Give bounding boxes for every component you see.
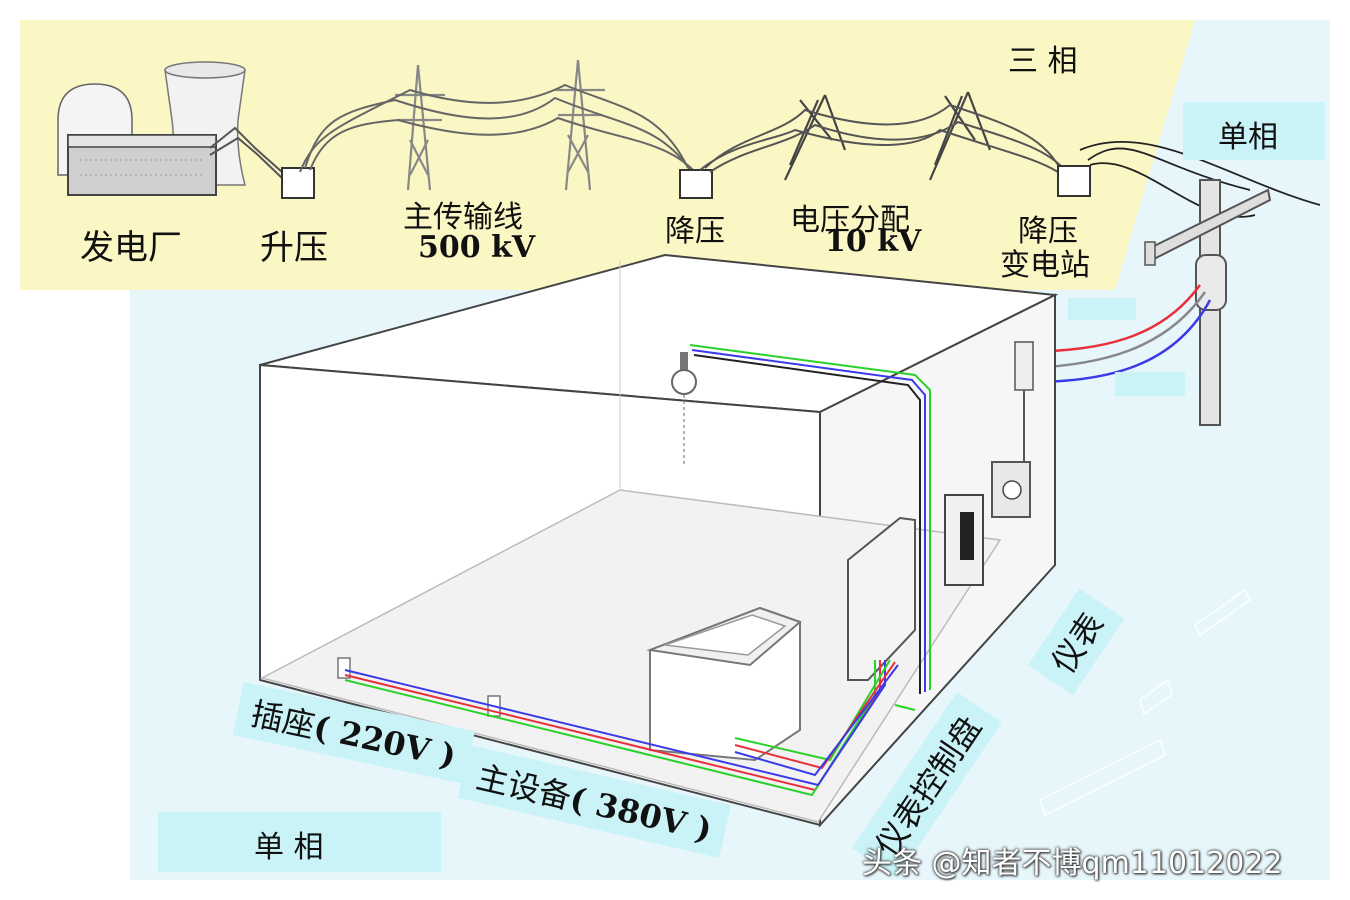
floor-wiring	[344, 659, 916, 797]
ceiling-wires	[689, 344, 931, 694]
watermark: 头条 @知者不博qm11012022	[862, 846, 1283, 881]
substation-label-line1: 降压	[1018, 214, 1078, 249]
main-line-label: 主传输线	[403, 200, 523, 235]
single-phase-pole-label: 单相	[1218, 120, 1278, 155]
outlet-label-text: 插座	[247, 694, 319, 746]
single-phase-bottom-label: 单 相	[254, 830, 324, 865]
main-line-voltage: 500 kV	[418, 230, 536, 265]
decorative-outlines	[1038, 588, 1252, 817]
pole-tag-upper	[1068, 298, 1136, 320]
ceiling-lamp	[671, 352, 697, 465]
step-down-label: 降压	[665, 214, 725, 249]
substation-label-line2: 变电站	[1000, 248, 1090, 283]
main-transmission-lines	[299, 83, 696, 173]
three-phase-label: 三 相	[1008, 44, 1078, 79]
substation-transformer	[1057, 165, 1091, 197]
single-phase-bottom-box	[158, 812, 441, 872]
single-phase-top-box	[1183, 102, 1325, 160]
control-panel-box	[847, 516, 916, 681]
step-up-label: 升压	[260, 228, 328, 268]
wall-meter	[944, 341, 1034, 586]
distribution-voltage: 10 kV	[825, 224, 922, 259]
distribution-lines	[699, 103, 1066, 173]
main-equipment	[646, 606, 802, 762]
distribution-label: 电压分配	[790, 203, 910, 238]
power-plant-label: 发电厂	[80, 228, 182, 268]
step-down-transformer	[679, 169, 713, 199]
three-phase-band	[20, 20, 1195, 290]
wall-outlet-1	[337, 657, 351, 679]
power-plant-illustration	[57, 61, 283, 196]
step-up-transformer	[281, 167, 315, 199]
pole-tag-lower	[1115, 372, 1185, 396]
